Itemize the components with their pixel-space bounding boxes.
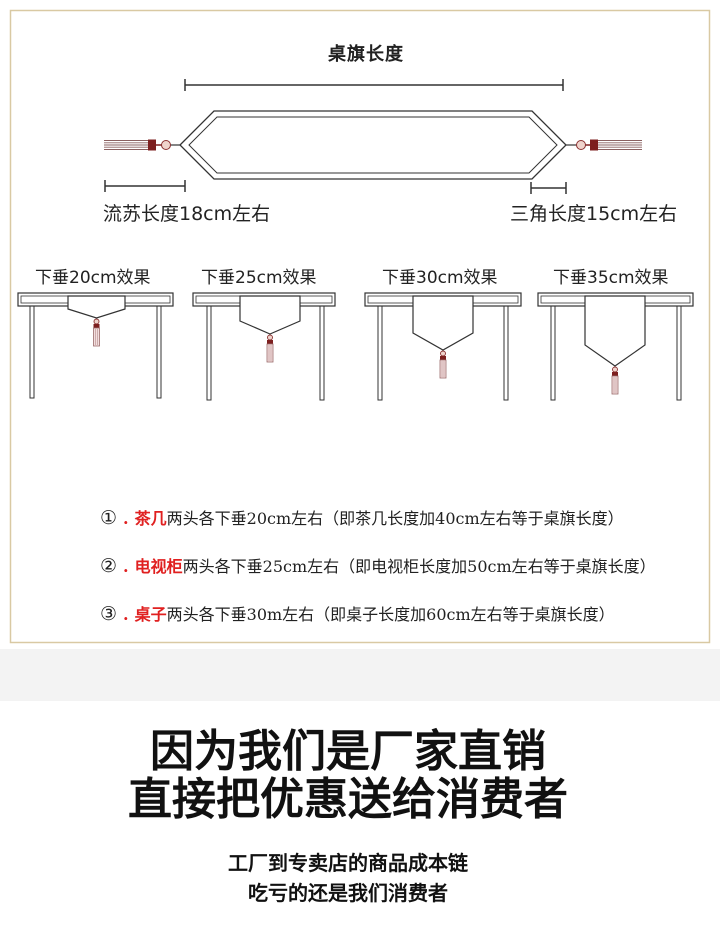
tassel-bead [440,350,446,357]
runner-inner-outline [188,116,558,174]
hanging-runner [239,295,301,335]
drop-effect-label: 下垂30cm效果 [382,268,498,288]
note-text: 两头各下垂20cm左右（即茶几长度加40cm左右等于桌旗长度） [166,509,624,528]
drop-effect-label: 下垂20cm效果 [35,268,151,288]
table-leg [377,305,383,401]
hanging-runner [584,295,646,367]
tassel-bead [612,366,618,373]
table-leg [206,305,212,401]
section-divider-band [0,649,720,701]
drop-effect-label: 下垂35cm效果 [553,268,669,288]
triangle-length-label: 三角长度15cm左右 [510,203,678,225]
note-item: 电视柜 [134,557,183,576]
tassel-binding [612,372,618,376]
note-coffee-table: ①. 茶几两头各下垂20cm左右（即茶几长度加40cm左右等于桌旗长度） [100,507,624,530]
table-leg [319,305,325,401]
tassel-body [611,375,619,395]
drop-effect-table [364,292,522,401]
tassel-bead [93,318,100,325]
slogan-line-2: 直接把优惠送给消费者 [128,774,568,825]
runner-length-title: 桌旗长度 [328,44,404,65]
left-tassel [104,139,180,151]
drop-effect-table [192,292,336,401]
table-leg [550,305,556,401]
tassel-body [93,327,100,347]
tassel-bead [267,334,273,341]
drop-effect-table [537,292,694,401]
frame-border [9,9,711,644]
table-leg [156,305,162,399]
tassel-strands [104,140,148,150]
drop-effect-tables [17,292,694,401]
tassel-binding [590,139,598,151]
table-leg [29,305,35,399]
size-diagram [9,9,711,644]
note-text: 两头各下垂25cm左右（即电视柜长度加50cm左右等于桌旗长度） [182,557,656,576]
note-number: ③ [100,603,118,625]
table-leg [676,305,682,401]
hanging-runner [412,295,474,351]
slogan-line-1: 因为我们是厂家直销 [150,726,546,777]
note-number: ② [100,555,118,577]
drop-effect-label: 下垂25cm效果 [201,268,317,288]
tassel-length-dimension [104,180,186,192]
table-runner-shape [179,110,567,180]
tassel-bead [161,140,171,150]
note-dot: . [123,509,129,528]
tagline-line-2: 吃亏的还是我们消费者 [248,881,448,905]
tassel-binding [93,324,100,328]
note-table: ③. 桌子两头各下垂30m左右（即桌子长度加60cm左右等于桌旗长度） [100,603,615,626]
note-item: 桌子 [134,605,167,624]
drop-effect-table [17,292,174,399]
tassel-bead [576,140,586,150]
note-dot: . [123,557,129,576]
tassel-body [266,343,274,363]
tassel-body [439,359,447,379]
triangle-length-dimension [530,182,567,194]
note-dot: . [123,605,129,624]
runner-length-dimension [184,79,564,91]
tassel-binding [148,139,156,151]
runner-outer-outline [179,110,567,180]
tagline-line-1: 工厂到专卖店的商品成本链 [228,851,468,875]
right-tassel [566,139,642,151]
table-leg [503,305,509,401]
hanging-runner [67,295,126,319]
tassel-binding [267,340,273,344]
note-number: ① [100,507,118,529]
tassel-length-label: 流苏长度18cm左右 [103,203,271,225]
tassel-strands [598,140,642,150]
tassel-binding [440,356,446,360]
note-tv-cabinet: ②. 电视柜两头各下垂25cm左右（即电视柜长度加50cm左右等于桌旗长度） [100,555,656,578]
note-item: 茶几 [134,509,167,528]
note-text: 两头各下垂30m左右（即桌子长度加60cm左右等于桌旗长度） [166,605,615,624]
